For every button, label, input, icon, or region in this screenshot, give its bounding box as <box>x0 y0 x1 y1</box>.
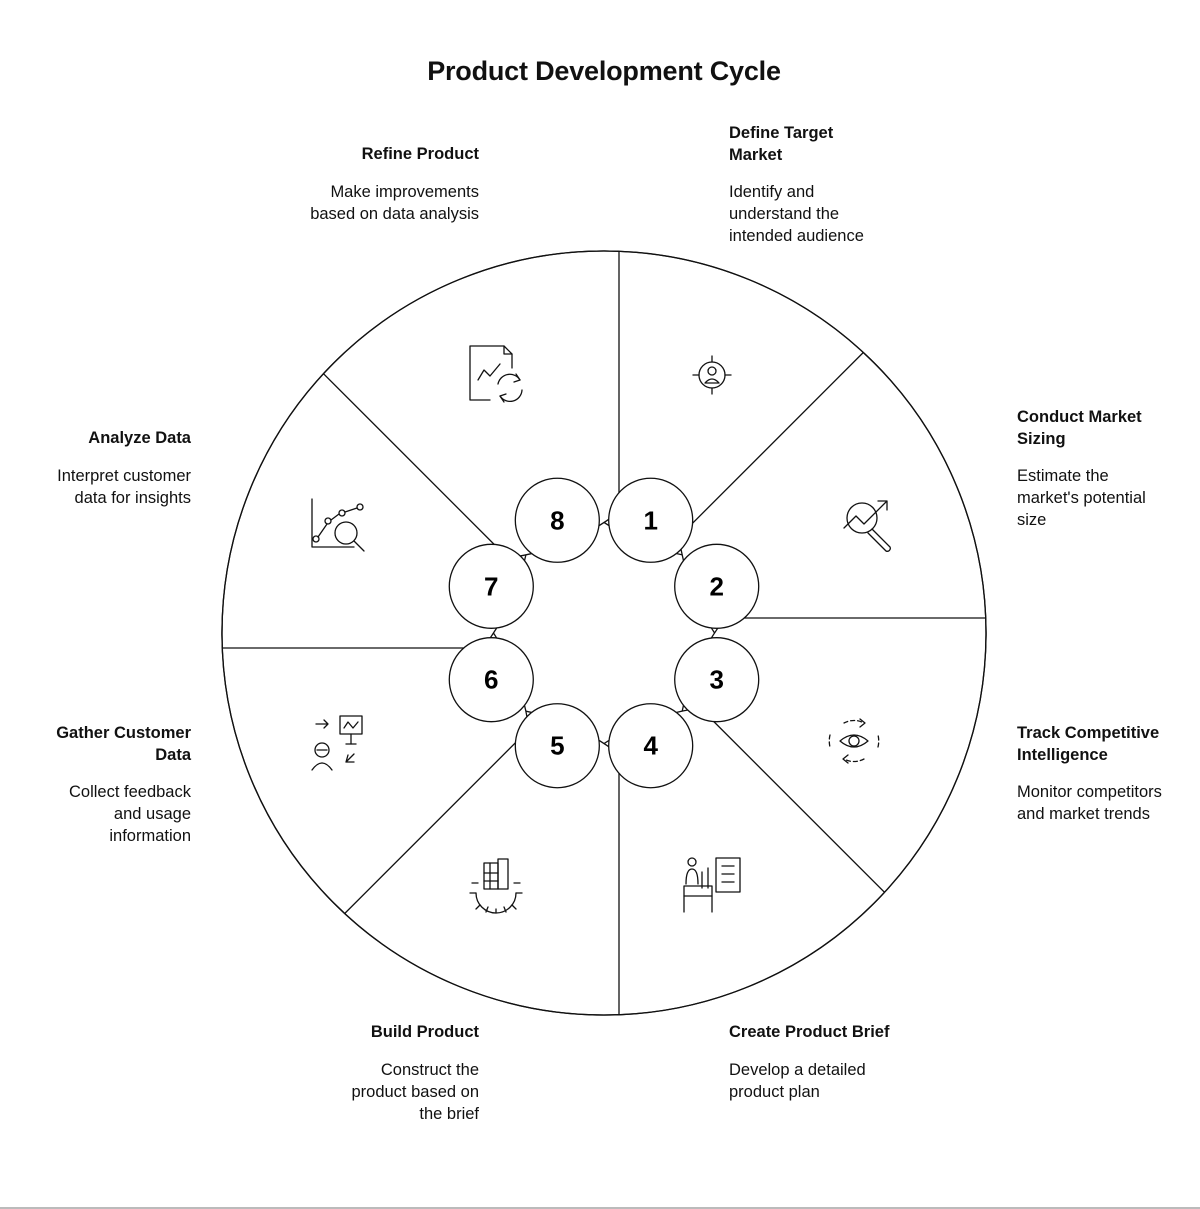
step-circle-2 <box>674 543 760 629</box>
bottom-divider <box>0 1207 1200 1209</box>
step-circle-3 <box>674 637 760 723</box>
step-circle-8 <box>514 477 600 563</box>
outer-ring <box>221 250 987 1016</box>
step-number-4: 4 <box>643 731 658 761</box>
step-description: Develop a detailed product plan <box>729 1060 866 1101</box>
customer-presentation-icon <box>311 715 363 771</box>
graph-magnifier-icon <box>311 498 365 552</box>
step-number-6: 6 <box>484 665 498 695</box>
chart-magnifier-icon <box>843 500 891 552</box>
step-circle-5 <box>514 703 600 789</box>
step-title: Gather Customer Data <box>56 724 191 764</box>
step-number-8: 8 <box>550 505 564 535</box>
eye-cycle-icon <box>828 718 880 764</box>
writer-document-icon <box>683 857 741 913</box>
step-number-1: 1 <box>643 505 657 535</box>
gear-building-icon <box>469 858 523 914</box>
step-circle-7 <box>448 543 534 629</box>
step-title: Build Product <box>370 1023 479 1041</box>
step-title: Create Product Brief <box>729 1023 890 1041</box>
step-title: Track Competitive Intelligence <box>1017 724 1160 764</box>
step-description: Interpret customer data for insights <box>57 466 191 507</box>
step-number-2: 2 <box>709 571 723 601</box>
step-description: Construct the product based on the brief <box>351 1060 479 1123</box>
document-refresh-icon <box>469 345 523 403</box>
step-title: Analyze Data <box>88 429 191 447</box>
step-description: Make improvements based on data analysis <box>310 182 479 223</box>
target-person-icon <box>692 355 732 395</box>
step-description: Monitor competitors and market trends <box>1017 783 1162 823</box>
step-title: Refine Product <box>361 145 479 163</box>
step-number-3: 3 <box>709 665 723 695</box>
step-title: Conduct Market Sizing <box>1017 408 1142 448</box>
step-description: Estimate the market's potential size <box>1017 467 1146 529</box>
step-number-5: 5 <box>550 731 564 761</box>
step-circle-4 <box>608 703 694 789</box>
step-circle-6 <box>448 637 534 723</box>
step-title: Define Target Market <box>729 124 834 164</box>
diagram-title: Product Development Cycle <box>427 56 781 86</box>
step-circle-1 <box>608 477 694 563</box>
step-number-7: 7 <box>484 571 498 601</box>
step-description: Collect feedback and usage information <box>69 783 191 845</box>
step-description: Identify and understand the intended aud… <box>729 183 864 245</box>
